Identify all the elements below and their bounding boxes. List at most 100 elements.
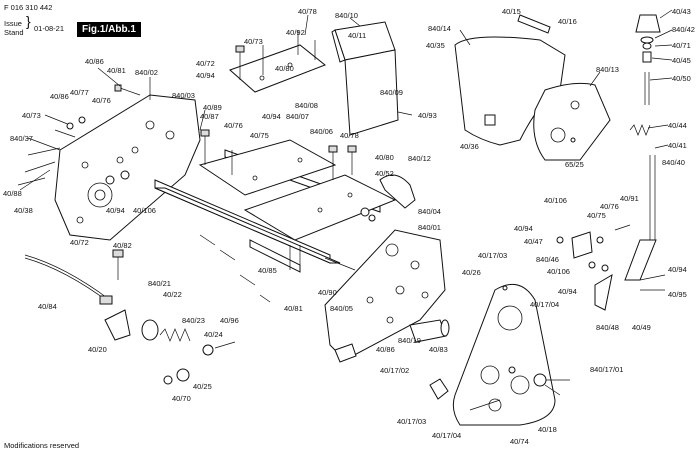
- label-40-94d: 40/94: [514, 224, 533, 233]
- label-840-04: 840/04: [418, 207, 441, 216]
- label-40-86: 40/86: [85, 57, 104, 66]
- label-40-74: 40/74: [510, 437, 529, 446]
- label-40-44: 40/44: [668, 121, 687, 130]
- figure-title: Fig.1/Abb.1: [77, 22, 141, 37]
- label-40-17-04b: 40/17/04: [432, 431, 461, 440]
- label-65-25: 65/25: [565, 160, 584, 169]
- label-40-86b: 40/86: [50, 92, 69, 101]
- label-40-84: 40/84: [38, 302, 57, 311]
- issue-date: 01-08-21: [34, 24, 65, 33]
- issue-brace: }: [26, 13, 31, 29]
- label-40-15: 40/15: [502, 7, 521, 16]
- label-840-08: 840/08: [295, 101, 318, 110]
- label-40-94f: 40/94: [668, 265, 687, 274]
- mounting-plates: [198, 44, 397, 241]
- right-side-plate: [324, 229, 446, 361]
- label-40-76b: 40/76: [224, 121, 243, 130]
- label-40-17-03: 40/17/03: [478, 251, 507, 260]
- link-arm: [360, 174, 416, 222]
- label-40-17-03b: 40/17/03: [397, 417, 426, 426]
- label-40-78: 40/78: [298, 7, 317, 16]
- label-40-75: 40/75: [250, 131, 269, 140]
- label-40-90: 40/90: [318, 288, 337, 297]
- label-840-17-01: 840/17/01: [590, 365, 623, 374]
- label-40-20: 40/20: [88, 345, 107, 354]
- rear-cover: [429, 283, 570, 426]
- label-40-41: 40/41: [668, 141, 687, 150]
- label-840-21: 840/21: [148, 279, 171, 288]
- label-40-73b: 40/73: [244, 37, 263, 46]
- label-840-48: 840/48: [596, 323, 619, 332]
- label-40-83: 40/83: [429, 345, 448, 354]
- label-840-19: 840/19: [398, 336, 421, 345]
- label-40-71: 40/71: [672, 41, 691, 50]
- label-840-37: 840/37: [10, 134, 33, 143]
- label-40-106b: 40/106: [544, 196, 567, 205]
- label-40-36: 40/36: [460, 142, 479, 151]
- label-40-82: 40/82: [113, 241, 132, 250]
- label-40-26: 40/26: [462, 268, 481, 277]
- label-840-42: 840/42: [672, 25, 695, 34]
- issue-label: Issue: [4, 19, 22, 28]
- label-40-91: 40/91: [620, 194, 639, 203]
- label-40-24: 40/24: [204, 330, 223, 339]
- shaft-840-19: [334, 319, 450, 363]
- label-40-81b: 40/81: [284, 304, 303, 313]
- label-40-76c: 40/76: [600, 202, 619, 211]
- label-840-10: 840/10: [335, 11, 358, 20]
- control-lever: [624, 14, 661, 281]
- label-40-80: 40/80: [275, 64, 294, 73]
- label-40-38: 40/38: [14, 206, 33, 215]
- label-40-106: 40/106: [133, 206, 156, 215]
- label-40-35: 40/35: [426, 41, 445, 50]
- label-40-52: 40/52: [375, 169, 394, 178]
- label-40-50: 40/50: [672, 74, 691, 83]
- label-40-85: 40/85: [258, 266, 277, 275]
- label-40-94e: 40/94: [558, 287, 577, 296]
- label-840-07: 840/07: [286, 112, 309, 121]
- label-840-23: 840/23: [182, 316, 205, 325]
- label-40-93: 40/93: [418, 111, 437, 120]
- tie-rod: [289, 245, 356, 271]
- label-840-12: 840/12: [408, 154, 431, 163]
- label-40-25: 40/25: [193, 382, 212, 391]
- label-840-03: 840/03: [172, 91, 195, 100]
- label-40-70: 40/70: [172, 394, 191, 403]
- label-40-81: 40/81: [107, 66, 126, 75]
- label-840-02: 840/02: [135, 68, 158, 77]
- label-840-46: 840/46: [536, 255, 559, 264]
- label-40-77: 40/77: [70, 88, 89, 97]
- control-cable: [24, 249, 131, 341]
- label-840-14: 840/14: [428, 24, 451, 33]
- label-40-88: 40/88: [3, 189, 22, 198]
- label-40-92: 40/92: [286, 28, 305, 37]
- label-840-13: 840/13: [596, 65, 619, 74]
- label-40-45: 40/45: [672, 56, 691, 65]
- label-40-49: 40/49: [632, 323, 651, 332]
- label-40-11: 40/11: [348, 31, 366, 40]
- label-840-06: 840/06: [310, 127, 333, 136]
- label-840-09: 840/09: [380, 88, 403, 97]
- label-840-40: 840/40: [662, 158, 685, 167]
- label-40-72: 40/72: [196, 59, 215, 68]
- label-40-94: 40/94: [262, 112, 281, 121]
- callout-labels: 40/86 40/81 840/02 40/86 40/77 40/76 840…: [3, 7, 695, 446]
- doc-number: F 016 310 442: [4, 3, 53, 12]
- label-840-05: 840/05: [330, 304, 353, 313]
- footer-note: Modifications reserved: [4, 441, 80, 450]
- label-40-72b: 40/72: [70, 238, 89, 247]
- label-40-43: 40/43: [672, 7, 691, 16]
- label-40-80b: 40/80: [375, 153, 394, 162]
- label-40-86c: 40/86: [376, 345, 395, 354]
- label-40-47: 40/47: [524, 237, 543, 246]
- label-40-18: 40/18: [538, 425, 557, 434]
- plate-bolts: [200, 30, 357, 180]
- label-40-94b: 40/94: [106, 206, 125, 215]
- side-bracket: [533, 82, 611, 161]
- label-40-17-02: 40/17/02: [380, 366, 409, 375]
- pivot-parts: [556, 224, 666, 311]
- label-40-22: 40/22: [163, 290, 182, 299]
- cover-bracket: [331, 21, 399, 136]
